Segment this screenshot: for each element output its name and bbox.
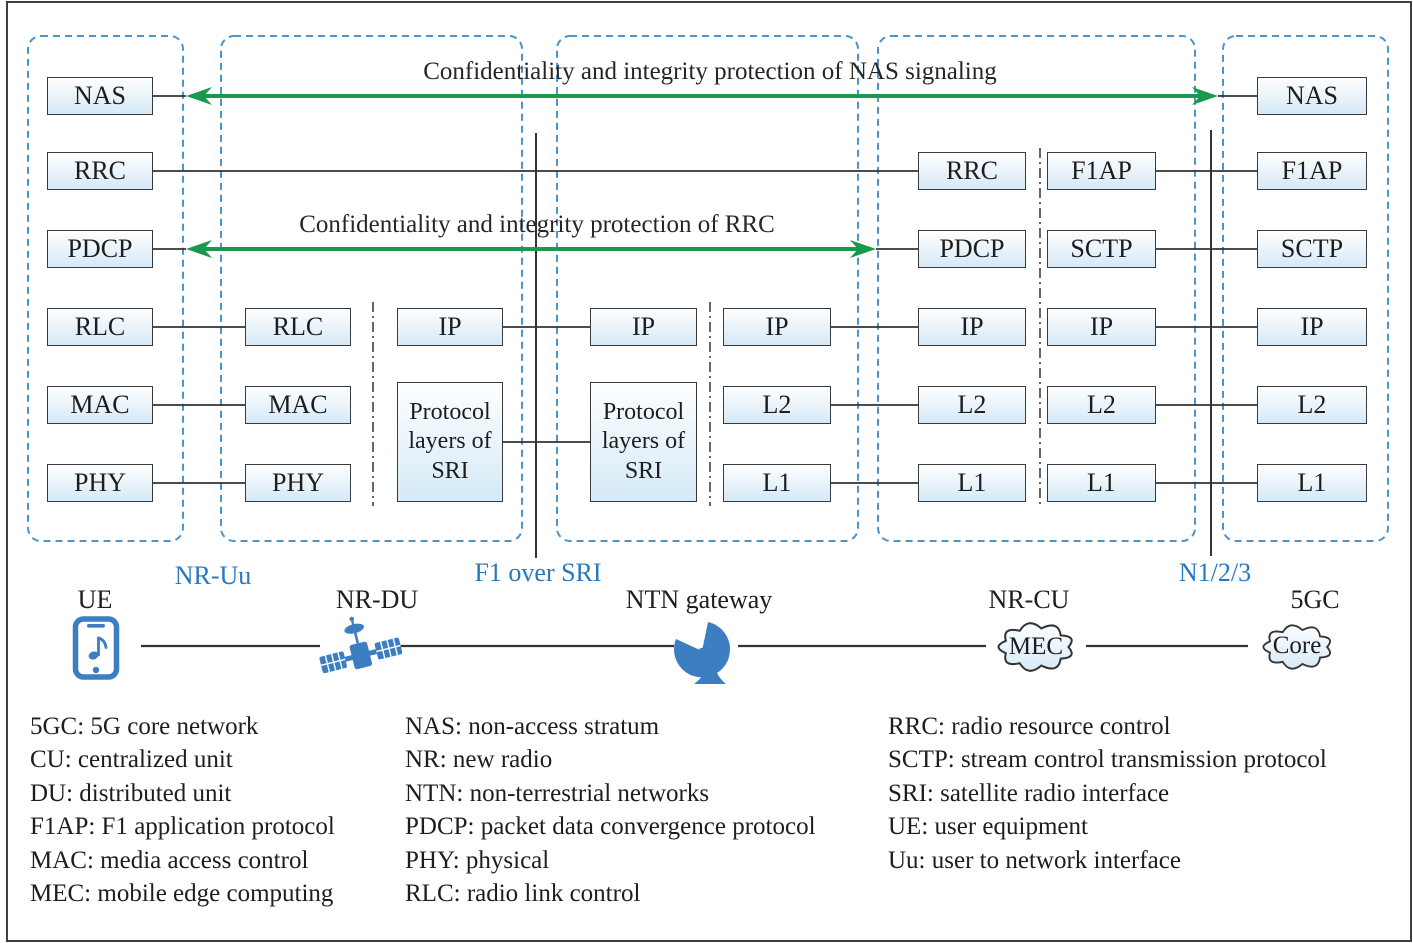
protocol-box-l2: L2 [723, 386, 831, 424]
protocol-box-phy: PHY [47, 464, 153, 502]
legend-entry: Uu: user to network interface [888, 846, 1181, 874]
satellite-icon [318, 612, 403, 689]
protocol-box-l1: L1 [1257, 464, 1367, 502]
interface-label-f1-over-sri: F1 over SRI [474, 558, 602, 587]
figure-border [6, 1, 1412, 942]
legend-entry: NR: new radio [405, 746, 553, 774]
protocol-box-f1ap: F1AP [1047, 152, 1156, 190]
dish-antenna-icon [672, 613, 736, 692]
protocol-box-nas: NAS [47, 77, 153, 115]
protocol-box-sctp: SCTP [1047, 230, 1156, 268]
protocol-box-phy: PHY [245, 464, 351, 502]
protocol-box-ip: IP [918, 308, 1026, 346]
legend-column-3: RRC: radio resource control SCTP: stream… [888, 710, 1327, 877]
node-label-nr-du: NR-DU [335, 585, 419, 614]
protocol-box-rrc: RRC [47, 152, 153, 190]
protocol-box-f1ap: F1AP [1257, 152, 1367, 190]
legend-entry: SRI: satellite radio interface [888, 779, 1170, 807]
legend-entry: SCTP: stream control transmission protoc… [888, 746, 1327, 774]
interface-label-nr-uu: NR-Uu [174, 561, 252, 590]
core-cloud-icon [1249, 616, 1346, 683]
protocol-box-sctp: SCTP [1257, 230, 1367, 268]
protocol-box-sri-layers: Protocol layers of SRI [590, 382, 697, 502]
music-note-glyph [97, 636, 108, 657]
node-label-ue: UE [77, 585, 113, 614]
node-label-5gc: 5GC [1290, 585, 1340, 614]
protocol-box-l2: L2 [1047, 386, 1156, 424]
legend-entry: PHY: physical [405, 846, 550, 874]
legend-column-1: 5GC: 5G core network CU: centralized uni… [30, 710, 335, 910]
legend-entry: PDCP: packet data convergence protocol [405, 813, 816, 841]
protocol-box-rrc: RRC [918, 152, 1026, 190]
core-cloud-label: Core [1272, 632, 1322, 659]
legend-entry: DU: distributed unit [30, 779, 232, 807]
node-label-ntn-gateway: NTN gateway [625, 585, 773, 614]
legend-entry: RLC: radio link control [405, 880, 641, 908]
legend-entry: UE: user equipment [888, 813, 1088, 841]
protocol-box-ip: IP [397, 308, 503, 346]
protocol-box-sri-layers: Protocol layers of SRI [397, 382, 503, 502]
legend-entry: MEC: mobile edge computing [30, 880, 334, 908]
nas-protection-label: Confidentiality and integrity protection… [423, 58, 997, 85]
smartphone-icon [72, 616, 120, 685]
protocol-box-ip: IP [723, 308, 831, 346]
protocol-box-mac: MAC [47, 386, 153, 424]
protocol-box-l2: L2 [918, 386, 1026, 424]
protocol-box-ip: IP [590, 308, 697, 346]
protocol-box-pdcp: PDCP [918, 230, 1026, 268]
protocol-box-rlc: RLC [47, 308, 153, 346]
protocol-box-ip: IP [1047, 308, 1156, 346]
protocol-box-l1: L1 [723, 464, 831, 502]
interface-label-n123: N1/2/3 [1178, 558, 1252, 587]
protocol-box-rlc: RLC [245, 308, 351, 346]
protocol-box-mac: MAC [245, 386, 351, 424]
protocol-box-nas: NAS [1257, 77, 1367, 115]
legend-column-2: NAS: non-access stratum NR: new radio NT… [405, 710, 816, 910]
protocol-box-l1: L1 [1047, 464, 1156, 502]
protocol-box-l2: L2 [1257, 386, 1367, 424]
rrc-protection-label: Confidentiality and integrity protection… [299, 211, 775, 238]
legend-entry: 5GC: 5G core network [30, 713, 259, 740]
legend-entry: NAS: non-access stratum [405, 713, 660, 740]
legend-entry: F1AP: F1 application protocol [30, 813, 335, 841]
legend-entry: NTN: non-terrestrial networks [405, 779, 710, 807]
protocol-box-l1: L1 [918, 464, 1026, 502]
legend-entry: MAC: media access control [30, 846, 309, 874]
legend-entry: CU: centralized unit [30, 746, 233, 774]
node-label-nr-cu: NR-CU [988, 585, 1070, 614]
mec-cloud-label: MEC [1008, 633, 1064, 660]
protocol-box-pdcp: PDCP [47, 230, 153, 268]
legend-entry: RRC: radio resource control [888, 713, 1171, 740]
protocol-box-ip: IP [1257, 308, 1367, 346]
mec-cloud-icon [986, 613, 1086, 686]
